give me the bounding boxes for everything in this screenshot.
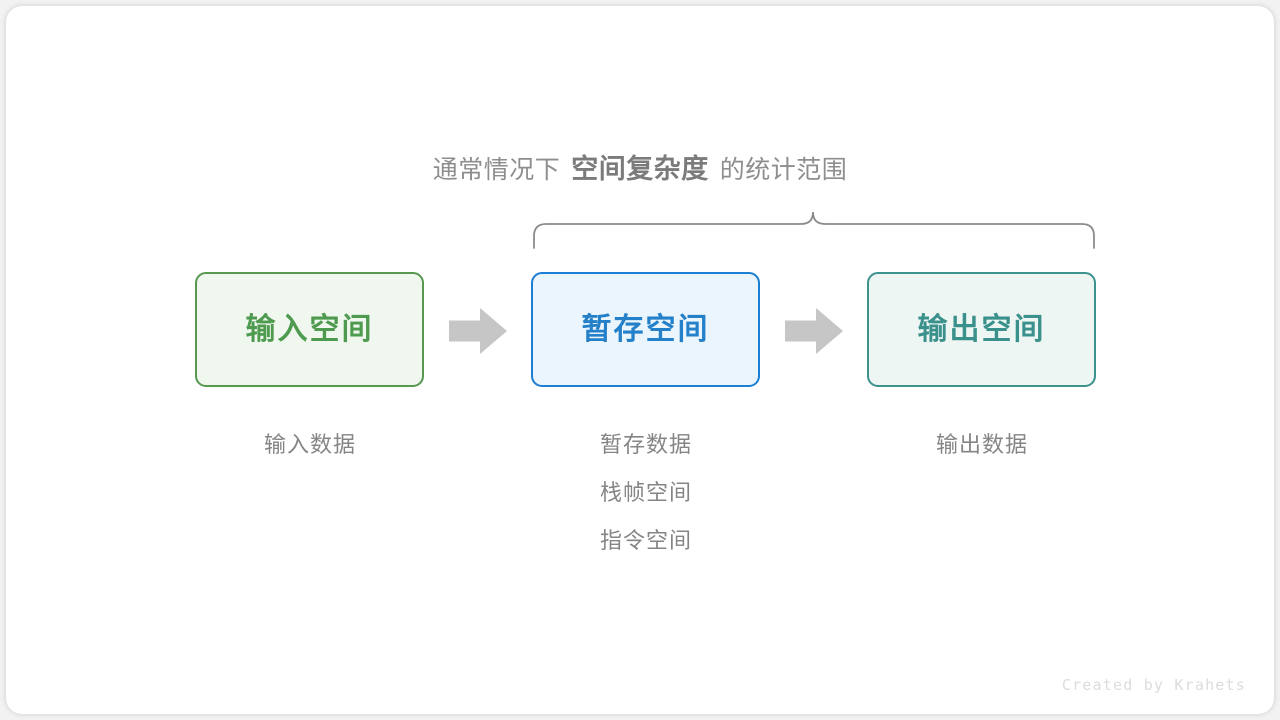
- caption-temp: 暂存数据 栈帧空间 指令空间: [516, 421, 776, 565]
- arrow-right-icon: [449, 308, 507, 354]
- watermark-credit: Created by Krahets: [1061, 676, 1246, 694]
- caption-line: 栈帧空间: [599, 480, 692, 505]
- caption-line: 指令空间: [599, 528, 692, 553]
- title-emphasis: 空间复杂度: [571, 154, 709, 184]
- caption-line: 输出数据: [935, 432, 1028, 457]
- box-output-space-label: 输出空间: [917, 312, 1046, 346]
- box-temp-space-label: 暂存空间: [581, 312, 710, 346]
- scope-brace-icon: [533, 211, 1095, 249]
- diagram-title: 通常情况下空间复杂度的统计范围: [6, 156, 1274, 183]
- diagram-card: 通常情况下空间复杂度的统计范围 输入空间 暂存空间 输出空间 输入数据 暂存数据: [6, 6, 1274, 714]
- arrow-right-icon: [785, 308, 843, 354]
- box-input-space[interactable]: 输入空间: [195, 272, 424, 387]
- box-input-space-label: 输入空间: [245, 312, 374, 346]
- box-temp-space[interactable]: 暂存空间: [531, 272, 760, 387]
- title-prefix: 通常情况下: [432, 156, 561, 184]
- box-output-space[interactable]: 输出空间: [867, 272, 1096, 387]
- title-suffix: 的统计范围: [719, 156, 848, 184]
- caption-line: 暂存数据: [599, 432, 692, 457]
- caption-line: 输入数据: [263, 432, 356, 457]
- caption-input: 输入数据: [180, 421, 440, 469]
- caption-output: 输出数据: [852, 421, 1112, 469]
